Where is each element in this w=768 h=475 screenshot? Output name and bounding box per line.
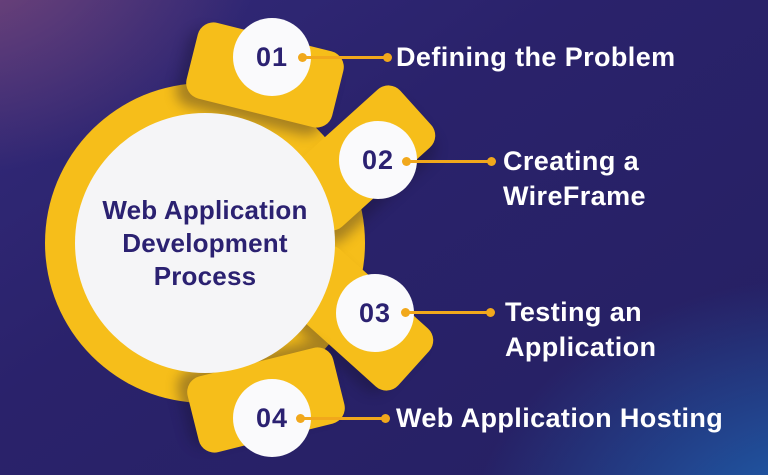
step-label-1: Defining the Problem (396, 42, 676, 72)
center-circle: Web Application Development Process (75, 113, 335, 373)
step-number-4: 04 (255, 402, 289, 433)
step-label-2: Creating a WireFrame (503, 146, 646, 211)
infographic-title: Web Application Development Process (102, 194, 308, 291)
connector-dot-icon (487, 157, 496, 166)
step-number-1: 01 (255, 41, 289, 72)
connector-dot-icon (298, 53, 307, 62)
connector-dot-icon (383, 53, 392, 62)
connector-line-3 (401, 308, 495, 317)
connector-dot-icon (486, 308, 495, 317)
connector-dot-icon (402, 157, 411, 166)
step-number-3: 03 (358, 297, 392, 328)
step-number-2: 02 (361, 144, 395, 175)
connector-line-4 (296, 414, 390, 423)
connector-dot-icon (401, 308, 410, 317)
connector-line-2 (402, 157, 496, 166)
step-label-3: Testing an Application (505, 297, 657, 362)
connector-line-1 (298, 53, 392, 62)
connector-dot-icon (381, 414, 390, 423)
step-label-4: Web Application Hosting (396, 403, 724, 433)
connector-dot-icon (296, 414, 305, 423)
